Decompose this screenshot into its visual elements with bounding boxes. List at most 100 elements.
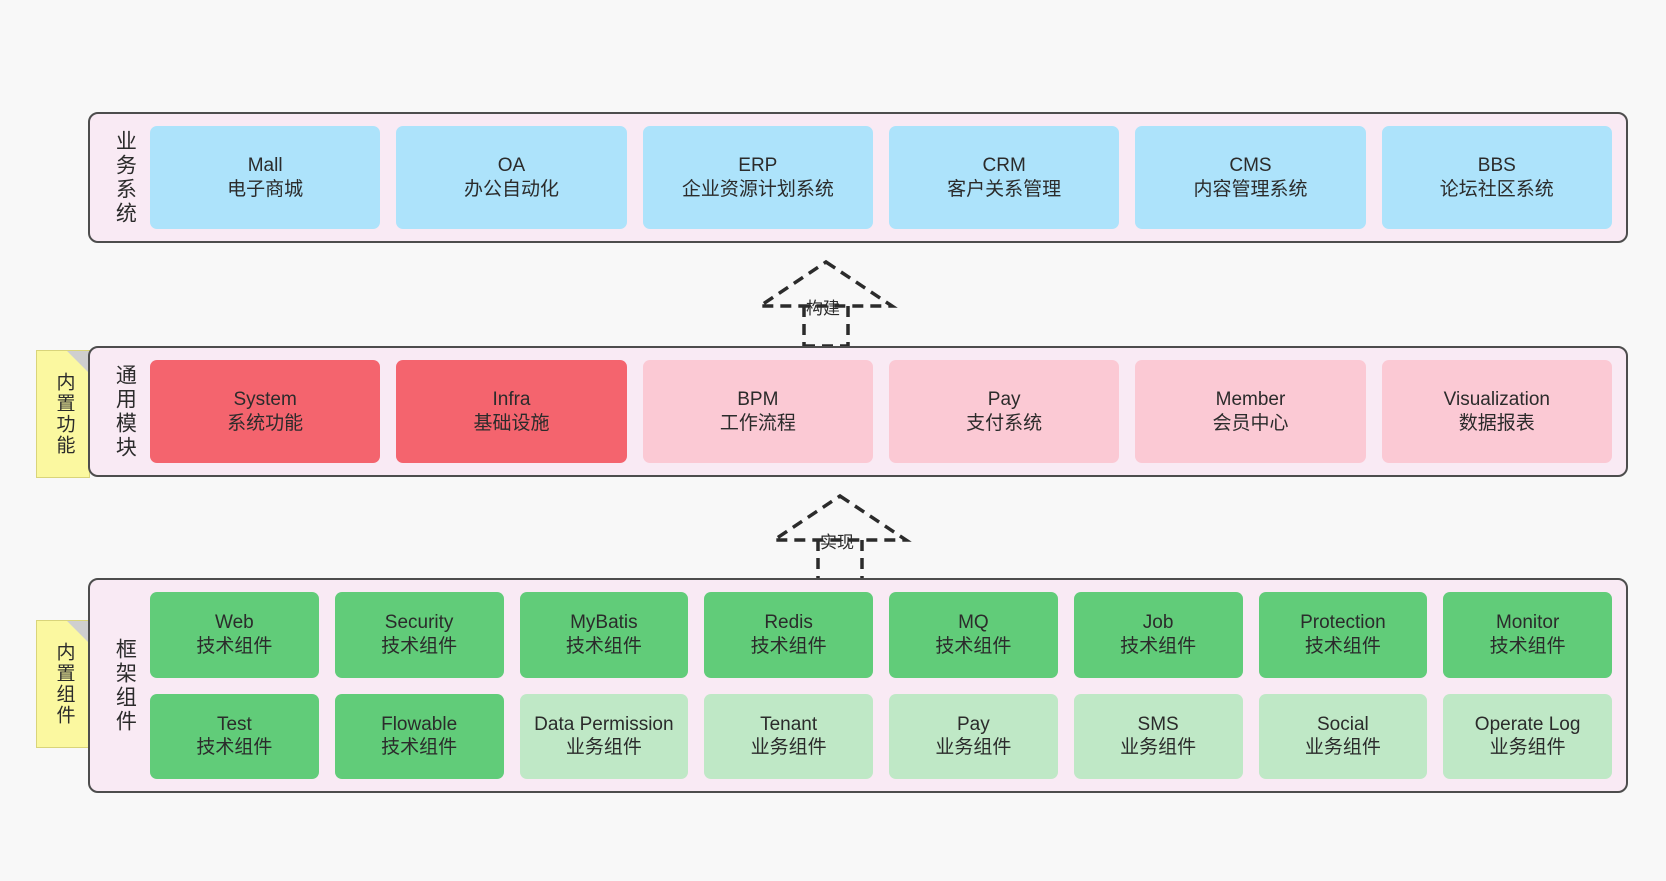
card-title: Protection: [1300, 612, 1386, 633]
card-subtitle: 技术组件: [565, 635, 642, 657]
card-infra[interactable]: Infra 基础设施: [396, 360, 627, 463]
layer-title-framework-component: 框架组件: [113, 637, 137, 734]
card-title: Infra: [492, 388, 531, 410]
card-title: BBS: [1477, 154, 1516, 176]
card-security[interactable]: Security 技术组件: [334, 592, 504, 678]
card-title: BPM: [737, 388, 779, 410]
note-builtin-component: 内置组件: [36, 620, 90, 748]
card-subtitle: 技术组件: [381, 635, 458, 657]
layer-framework-component: 框架组件 Web 技术组件 Security 技术组件 MyBatis 技术组件…: [88, 578, 1628, 793]
card-mq[interactable]: MQ 技术组件: [889, 592, 1058, 678]
card-tenant[interactable]: Tenant 业务组件: [704, 693, 873, 779]
card-subtitle: 论坛社区系统: [1439, 178, 1554, 200]
card-subtitle: 技术组件: [1489, 635, 1566, 657]
card-title: MQ: [958, 612, 989, 633]
card-pay[interactable]: Pay 支付系统: [888, 360, 1120, 463]
card-title: MyBatis: [570, 612, 638, 633]
card-title: ERP: [738, 154, 778, 176]
card-subtitle: 技术组件: [935, 635, 1012, 657]
card-subtitle: 电子商城: [227, 178, 304, 200]
card-subtitle: 技术组件: [196, 635, 273, 657]
card-subtitle: 技术组件: [196, 737, 273, 759]
card-subtitle: 工作流程: [719, 412, 796, 434]
card-crm[interactable]: CRM 客户关系管理: [888, 126, 1120, 229]
card-title: Data Permission: [534, 713, 674, 735]
card-cms[interactable]: CMS 内容管理系统: [1135, 126, 1366, 229]
card-bpm[interactable]: BPM 工作流程: [642, 360, 873, 463]
card-mall[interactable]: Mall 电子商城: [150, 126, 381, 229]
card-test[interactable]: Test 技术组件: [150, 693, 319, 779]
card-redis[interactable]: Redis 技术组件: [704, 592, 873, 678]
card-subtitle: 技术组件: [1120, 635, 1197, 657]
card-flowable[interactable]: Flowable 技术组件: [334, 693, 504, 779]
card-subtitle: 基础设施: [473, 412, 550, 434]
card-visualization[interactable]: Visualization 数据报表: [1381, 360, 1612, 463]
card-subtitle: 业务组件: [935, 737, 1012, 759]
card-row: Web 技术组件 Security 技术组件 MyBatis 技术组件 Redi…: [150, 592, 1612, 678]
card-title: Tenant: [760, 713, 818, 735]
folded-corner-icon: [67, 351, 89, 373]
card-data-permission[interactable]: Data Permission 业务组件: [519, 693, 689, 779]
card-operate-log[interactable]: Operate Log 业务组件: [1443, 693, 1612, 779]
card-subtitle: 业务组件: [750, 737, 827, 759]
card-subtitle: 内容管理系统: [1193, 178, 1308, 200]
card-subtitle: 系统功能: [227, 412, 304, 434]
card-title: Pay: [987, 388, 1021, 410]
note-builtin-function: 内置功能: [36, 350, 90, 478]
layer-body-business-system: Mall 电子商城 OA 办公自动化 ERP 企业资源计划系统 CRM 客户关系…: [144, 126, 1612, 229]
card-title: Redis: [764, 612, 813, 633]
card-monitor[interactable]: Monitor 技术组件: [1443, 592, 1612, 678]
card-title: Flowable: [381, 713, 458, 735]
card-subtitle: 业务组件: [1489, 737, 1566, 759]
card-title: Mall: [247, 154, 283, 176]
card-bbs[interactable]: BBS 论坛社区系统: [1381, 126, 1612, 229]
card-mybatis[interactable]: MyBatis 技术组件: [519, 592, 689, 678]
card-subtitle: 技术组件: [1304, 635, 1381, 657]
card-web[interactable]: Web 技术组件: [150, 592, 319, 678]
card-oa[interactable]: OA 办公自动化: [396, 126, 627, 229]
card-title: Job: [1142, 612, 1174, 633]
card-subtitle: 客户关系管理: [947, 178, 1062, 200]
card-title: System: [233, 388, 297, 410]
card-title: Visualization: [1443, 388, 1550, 410]
card-erp[interactable]: ERP 企业资源计划系统: [642, 126, 873, 229]
card-subtitle: 支付系统: [966, 412, 1043, 434]
card-subtitle: 企业资源计划系统: [681, 178, 834, 200]
card-title: Test: [216, 713, 252, 735]
card-subtitle: 数据报表: [1458, 412, 1535, 434]
card-title: CRM: [982, 154, 1026, 176]
card-row: Test 技术组件 Flowable 技术组件 Data Permission …: [150, 693, 1612, 779]
card-title: Security: [384, 612, 454, 633]
card-subtitle: 业务组件: [565, 737, 642, 759]
card-title: Social: [1317, 713, 1369, 735]
card-subtitle: 技术组件: [750, 635, 827, 657]
connector-implement: 实现: [770, 492, 918, 582]
card-subtitle: 会员中心: [1212, 412, 1289, 434]
card-title: Member: [1215, 388, 1286, 410]
card-system[interactable]: System 系统功能: [150, 360, 381, 463]
card-subtitle: 业务组件: [1120, 737, 1197, 759]
card-title: SMS: [1137, 713, 1179, 735]
layer-business-system: 业务系统 Mall 电子商城 OA 办公自动化 ERP 企业资源计划系统 CRM…: [88, 112, 1628, 243]
connector-build-label: 构建: [806, 299, 840, 318]
card-sms[interactable]: SMS 业务组件: [1073, 693, 1243, 779]
layer-common-module: 通用模块 System 系统功能 Infra 基础设施 BPM 工作流程 Pay…: [88, 346, 1628, 477]
connector-implement-label: 实现: [820, 533, 854, 552]
card-job[interactable]: Job 技术组件: [1073, 592, 1243, 678]
card-title: Pay: [957, 713, 990, 735]
card-subtitle: 技术组件: [381, 737, 458, 759]
layer-title-common-module: 通用模块: [113, 363, 137, 460]
card-title: Monitor: [1495, 612, 1560, 633]
card-title: CMS: [1229, 154, 1272, 176]
connector-build: 构建: [756, 258, 904, 348]
layer-body-framework-component: Web 技术组件 Security 技术组件 MyBatis 技术组件 Redi…: [144, 592, 1612, 779]
card-row: Mall 电子商城 OA 办公自动化 ERP 企业资源计划系统 CRM 客户关系…: [150, 126, 1612, 229]
folded-corner-icon: [67, 621, 89, 643]
card-title: Operate Log: [1474, 713, 1581, 735]
card-member[interactable]: Member 会员中心: [1135, 360, 1366, 463]
layer-body-common-module: System 系统功能 Infra 基础设施 BPM 工作流程 Pay 支付系统…: [144, 360, 1612, 463]
card-protection[interactable]: Protection 技术组件: [1258, 592, 1428, 678]
card-social[interactable]: Social 业务组件: [1258, 693, 1428, 779]
card-pay-biz[interactable]: Pay 业务组件: [889, 693, 1058, 779]
